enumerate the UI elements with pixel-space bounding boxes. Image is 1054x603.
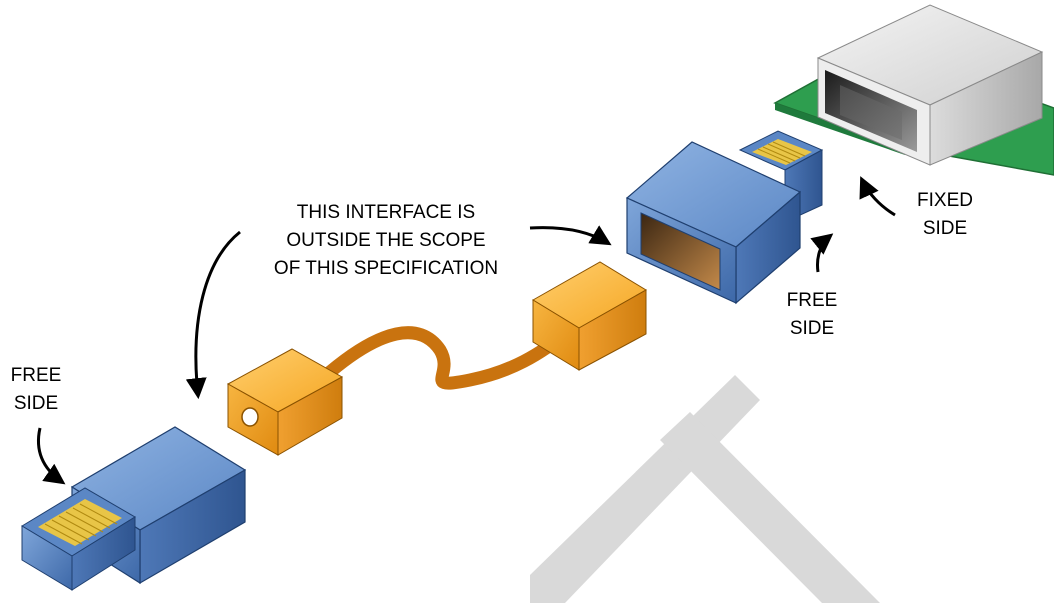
center-label-line2: OUTSIDE THE SCOPE (286, 230, 485, 251)
left-free-label-line1: FREE (11, 365, 62, 386)
left-free-module (21, 426, 247, 591)
fixed-label-line2: SIDE (923, 218, 967, 239)
labels: THIS INTERFACE IS OUTSIDE THE SCOPE OF T… (11, 190, 973, 414)
center-right-arrow (529, 225, 612, 246)
watermark (530, 375, 880, 603)
cable-end-right (532, 261, 647, 371)
center-label-line1: THIS INTERFACE IS (297, 202, 475, 223)
right-free-module (625, 130, 824, 305)
fixed-arrow (859, 176, 896, 217)
right-free-label-line1: FREE (787, 290, 838, 311)
cable-end-left (226, 348, 344, 456)
right-free-arrow (810, 233, 834, 273)
fixed-cage (816, 4, 1044, 166)
cable-wire (323, 323, 577, 390)
left-free-label-line2: SIDE (14, 393, 58, 414)
right-free-label-line2: SIDE (790, 318, 834, 339)
center-left-arrow (185, 230, 241, 400)
fixed-label-line1: FIXED (917, 190, 973, 211)
left-free-arrow (36, 427, 66, 485)
arrows (36, 176, 896, 485)
center-label-line3: OF THIS SPECIFICATION (274, 258, 498, 279)
